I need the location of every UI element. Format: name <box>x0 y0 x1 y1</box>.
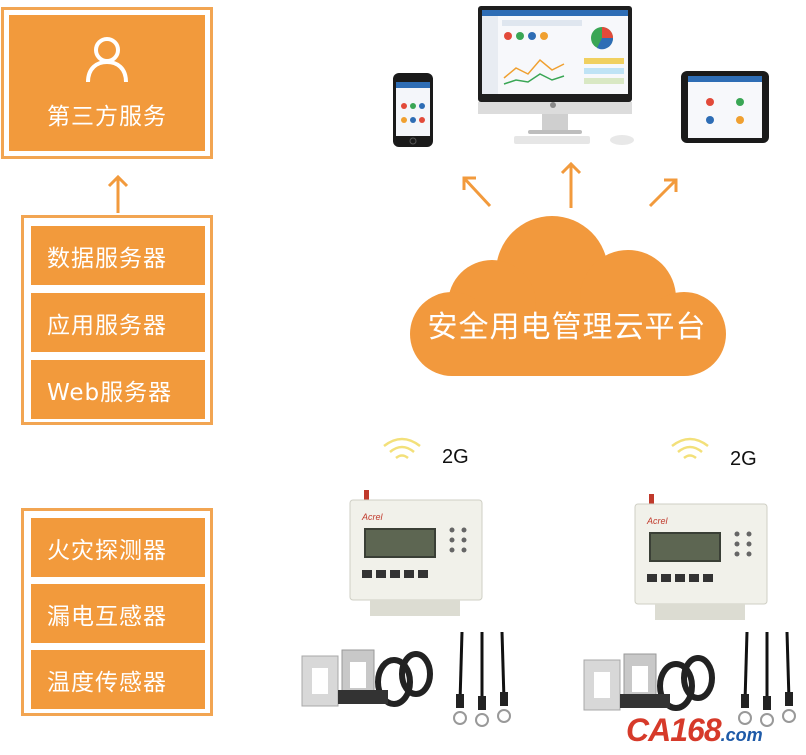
meter-brand-left: Acrel <box>361 512 384 522</box>
meter-device-left: Acrel <box>349 490 483 616</box>
smartphone-icon <box>393 73 433 147</box>
current-transformers-right <box>583 653 715 711</box>
user-icon <box>86 37 128 83</box>
temperature-sensor-box: 温度传感器 <box>31 650 205 709</box>
app-server-label: 应用服务器 <box>47 312 167 339</box>
signal-label-right: 2G <box>730 448 757 470</box>
signal-label-left: 2G <box>442 446 469 468</box>
fire-detector-box: 火灾探测器 <box>31 518 205 577</box>
web-server-box: Web服务器 <box>31 360 205 419</box>
meter-brand-right: Acrel <box>646 516 669 526</box>
cloud-up-arrows <box>462 161 678 208</box>
app-server-box: 应用服务器 <box>31 293 205 352</box>
tablet-icon <box>681 71 769 143</box>
watermark-main: CA168 <box>626 712 722 748</box>
web-server-label: Web服务器 <box>47 379 173 406</box>
cloud-shape <box>410 216 726 376</box>
arrow-to-phone-icon <box>462 176 492 208</box>
arrow-to-monitor-icon <box>560 161 582 208</box>
temperature-probes-right <box>738 632 796 727</box>
up-arrow-icon <box>107 174 129 213</box>
desktop-monitor-icon <box>478 6 634 145</box>
watermark-suffix: .com <box>720 725 763 745</box>
meter-device-right: Acrel <box>634 494 768 620</box>
data-server-box: 数据服务器 <box>31 226 205 285</box>
third-party-box: 第三方服务 <box>9 15 205 151</box>
current-transformers-left <box>301 649 433 707</box>
third-party-label: 第三方服务 <box>47 104 167 130</box>
wifi-signal-icon <box>671 437 709 460</box>
watermark-logo: CA168.com <box>626 712 763 749</box>
fire-detector-label: 火灾探测器 <box>47 537 167 564</box>
arrow-to-tablet-icon <box>648 178 678 208</box>
leakage-transformer-box: 漏电互感器 <box>31 584 205 643</box>
wifi-signal-icon <box>383 437 421 460</box>
data-server-label: 数据服务器 <box>47 245 167 272</box>
temperature-probes-left <box>453 632 511 727</box>
cloud-platform-label: 安全用电管理云平台 <box>427 310 707 345</box>
temperature-sensor-label: 温度传感器 <box>47 669 167 696</box>
leakage-transformer-label: 漏电互感器 <box>47 603 167 630</box>
